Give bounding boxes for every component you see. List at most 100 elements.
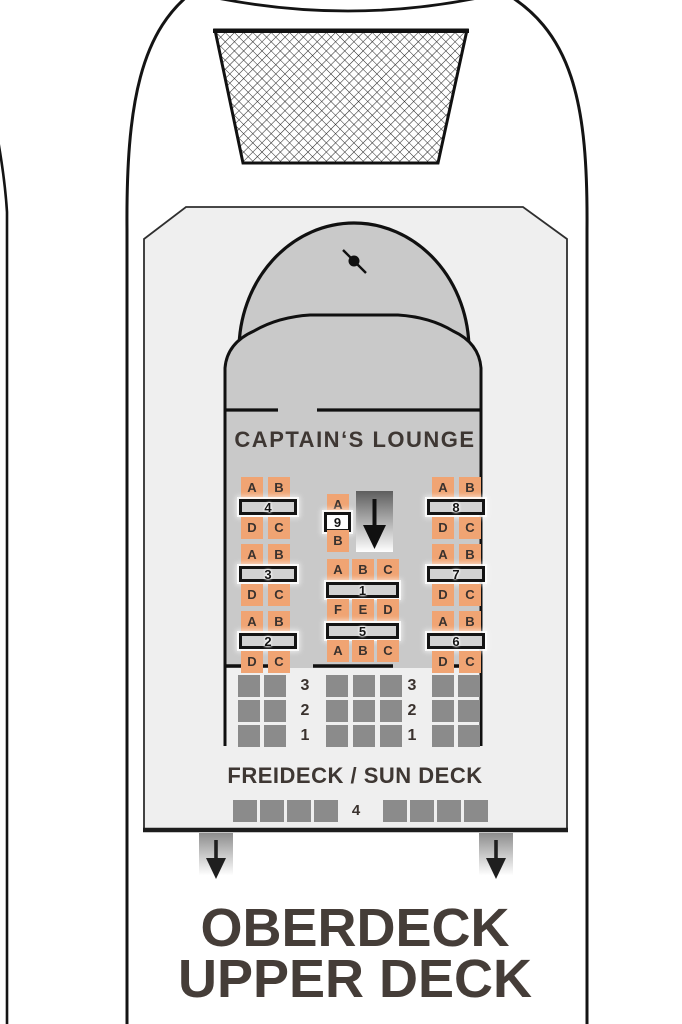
row-number-left-3: 3 bbox=[300, 677, 310, 694]
table-2-number: 2 bbox=[264, 633, 272, 649]
table-6-number: 6 bbox=[452, 633, 460, 649]
row-number-right-2: 2 bbox=[407, 702, 417, 719]
sun-seat bbox=[437, 800, 461, 822]
seat-t3-d[interactable]: D bbox=[241, 584, 263, 606]
seat-t5-c[interactable]: C bbox=[377, 640, 399, 662]
seat-t1-b[interactable]: B bbox=[352, 559, 374, 581]
table-7-number: 7 bbox=[452, 566, 460, 582]
sun-seat bbox=[380, 700, 402, 722]
seat-t8-d[interactable]: D bbox=[432, 517, 454, 539]
sun-seat bbox=[287, 800, 311, 822]
sun-seat bbox=[458, 700, 480, 722]
deck-name: OBERDECK UPPER DECK bbox=[77, 901, 633, 1009]
table-6: 6 bbox=[427, 633, 485, 649]
seat-t3-b[interactable]: B bbox=[268, 544, 290, 566]
neighbour-hull-edge bbox=[0, 144, 9, 1024]
table-5-number: 5 bbox=[358, 623, 367, 639]
sun-seat bbox=[314, 800, 338, 822]
seat-t7-d[interactable]: D bbox=[432, 584, 454, 606]
table-8-number: 8 bbox=[452, 499, 460, 515]
table-3-number: 3 bbox=[264, 566, 272, 582]
exit-right-down-arrow-icon bbox=[486, 840, 506, 879]
sun-seat bbox=[458, 725, 480, 747]
seat-t1-a[interactable]: A bbox=[327, 559, 349, 581]
sun-seat bbox=[238, 700, 260, 722]
sun-deck-label: FREIDECK / SUN DECK bbox=[227, 763, 483, 788]
seat-t7-a[interactable]: A bbox=[432, 544, 454, 566]
sun-seat bbox=[464, 800, 488, 822]
seat-t1-c[interactable]: C bbox=[377, 559, 399, 581]
sun-seat bbox=[383, 800, 407, 822]
sun-seat bbox=[353, 700, 375, 722]
sun-seat bbox=[353, 725, 375, 747]
table-9: 9 bbox=[324, 512, 351, 532]
seat-t1-d[interactable]: D bbox=[377, 599, 399, 621]
table-8: 8 bbox=[427, 499, 485, 515]
sun-seat bbox=[238, 675, 260, 697]
row-number-right-1: 1 bbox=[407, 727, 417, 744]
seat-t4-a[interactable]: A bbox=[241, 477, 263, 499]
seat-t2-a[interactable]: A bbox=[241, 611, 263, 633]
sun-seat bbox=[410, 800, 434, 822]
seat-t2-d[interactable]: D bbox=[241, 651, 263, 673]
seat-t3-a[interactable]: A bbox=[241, 544, 263, 566]
seat-t9-a[interactable]: A bbox=[327, 494, 349, 516]
table-2: 2 bbox=[239, 633, 297, 649]
seat-t1-f[interactable]: F bbox=[327, 599, 349, 621]
row-number-right-3: 3 bbox=[407, 677, 417, 694]
exit-left-down-arrow-icon bbox=[206, 840, 226, 879]
hull-left-edge bbox=[125, 0, 186, 1024]
lounge-outline bbox=[223, 313, 483, 746]
seat-t8-b[interactable]: B bbox=[459, 477, 481, 499]
hull-right-edge bbox=[513, 0, 589, 1024]
sun-seat bbox=[380, 675, 402, 697]
mast-dot-icon bbox=[348, 255, 360, 267]
seat-t6-b[interactable]: B bbox=[459, 611, 481, 633]
row-number-left-2: 2 bbox=[300, 702, 310, 719]
seat-t4-b[interactable]: B bbox=[268, 477, 290, 499]
sun-seat bbox=[353, 675, 375, 697]
stairs-down-arrow-icon bbox=[363, 499, 386, 549]
table-1-number: 1 bbox=[358, 582, 367, 598]
row-number-left-1: 1 bbox=[300, 727, 310, 744]
sun-seat bbox=[326, 725, 348, 747]
seat-t2-b[interactable]: B bbox=[268, 611, 290, 633]
seat-t6-a[interactable]: A bbox=[432, 611, 454, 633]
sun-seat bbox=[432, 725, 454, 747]
sun-seat bbox=[233, 800, 257, 822]
seat-t7-c[interactable]: C bbox=[459, 584, 481, 606]
sun-seat bbox=[380, 725, 402, 747]
seat-t6-d[interactable]: D bbox=[432, 651, 454, 673]
seat-t8-c[interactable]: C bbox=[459, 517, 481, 539]
table-3: 3 bbox=[239, 566, 297, 582]
sun-seat bbox=[238, 725, 260, 747]
row-number-4: 4 bbox=[351, 802, 361, 819]
table-4: 4 bbox=[239, 499, 297, 515]
table-1: 1 bbox=[326, 582, 399, 598]
sun-seat bbox=[432, 700, 454, 722]
seat-t9-b[interactable]: B bbox=[327, 530, 349, 552]
sun-seat bbox=[326, 675, 348, 697]
seat-t4-d[interactable]: D bbox=[241, 517, 263, 539]
seat-t4-c[interactable]: C bbox=[268, 517, 290, 539]
lounge-label: CAPTAIN‘S LOUNGE bbox=[234, 427, 476, 452]
seat-t2-c[interactable]: C bbox=[268, 651, 290, 673]
seat-t8-a[interactable]: A bbox=[432, 477, 454, 499]
seat-t6-c[interactable]: C bbox=[459, 651, 481, 673]
seat-t1-e[interactable]: E bbox=[352, 599, 374, 621]
seat-t7-b[interactable]: B bbox=[459, 544, 481, 566]
sun-seat bbox=[264, 700, 286, 722]
seat-t3-c[interactable]: C bbox=[268, 584, 290, 606]
table-7: 7 bbox=[427, 566, 485, 582]
sun-seat bbox=[260, 800, 284, 822]
sun-seat bbox=[264, 675, 286, 697]
seat-t5-a[interactable]: A bbox=[327, 640, 349, 662]
seat-t5-b[interactable]: B bbox=[352, 640, 374, 662]
sun-seat bbox=[264, 725, 286, 747]
bow-deck-line bbox=[220, 0, 475, 13]
deck-name-line2: UPPER DECK bbox=[177, 949, 533, 1009]
sun-seat bbox=[326, 700, 348, 722]
sun-seat bbox=[458, 675, 480, 697]
